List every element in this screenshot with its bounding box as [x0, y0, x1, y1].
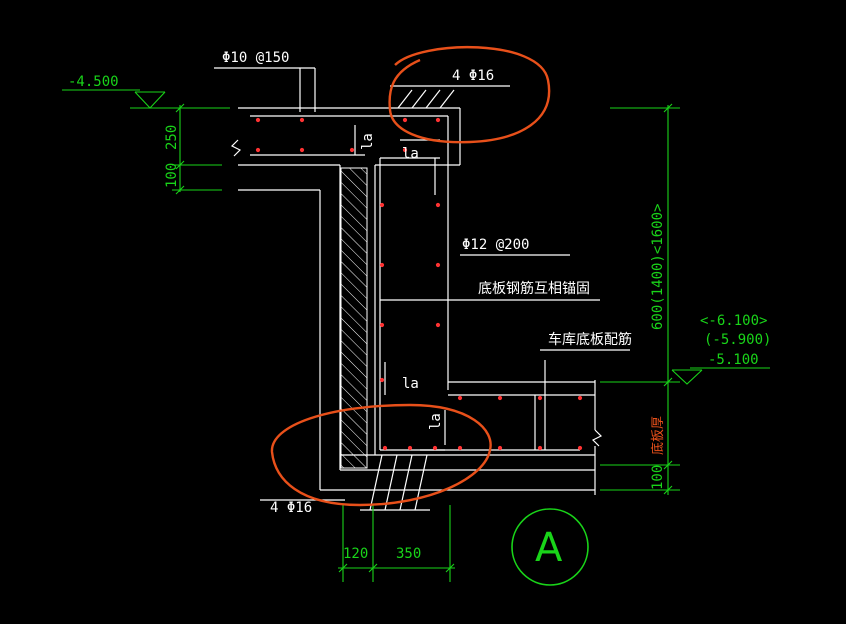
rebar-lines: [214, 67, 630, 511]
right-dimension: 600(1400)<1600> 底板厚 100: [600, 103, 680, 495]
elevation-top-text: -4.500: [68, 74, 119, 90]
dim-120-text: 120: [343, 546, 368, 562]
note-garage-text: 车库底板配筋: [548, 331, 632, 348]
hatched-layer: [340, 167, 368, 469]
bars-bottom-text: 4 Φ16: [270, 500, 312, 516]
rebar-dots: [255, 117, 583, 451]
bars-top-text: 4 Φ16: [452, 68, 494, 84]
la-text-2: la: [402, 146, 419, 162]
elevation-marker-top: -4.500: [62, 74, 230, 109]
rebar-top-text: Φ10 @150: [222, 50, 289, 66]
dim-250-text: 250: [164, 125, 180, 150]
dim-vertical-text: 600(1400)<1600>: [650, 204, 666, 330]
dim-350-text: 350: [396, 546, 421, 562]
markup-circles: [270, 45, 551, 507]
la-text-1: la: [360, 133, 376, 150]
annotations: Φ10 @150 4 Φ16 la la Φ12 @200 底板钢筋互相锚固 车…: [222, 50, 632, 516]
elevation-b-text: (-5.900): [704, 332, 771, 348]
bottom-dimension: 120 350: [338, 505, 455, 582]
elevation-a-text: <-6.100>: [700, 313, 767, 329]
left-dimension: 250 100: [164, 103, 222, 195]
structure-outline: [230, 107, 603, 495]
elevation-c-text: -5.100: [708, 352, 759, 368]
la-text-4: la: [428, 413, 444, 430]
elevation-marker-right: <-6.100> (-5.900) -5.100: [671, 313, 771, 385]
la-text-3: la: [402, 376, 419, 392]
detail-mark-letter: A: [535, 525, 563, 571]
dim-100-right-text: 100: [650, 465, 666, 490]
rebar-mid-text: Φ12 @200: [462, 237, 529, 253]
note-anchor-text: 底板钢筋互相锚固: [478, 280, 590, 297]
slab-thickness-text: 底板厚: [650, 416, 666, 455]
detail-mark: A: [511, 508, 589, 586]
dim-100-left-text: 100: [164, 163, 180, 188]
